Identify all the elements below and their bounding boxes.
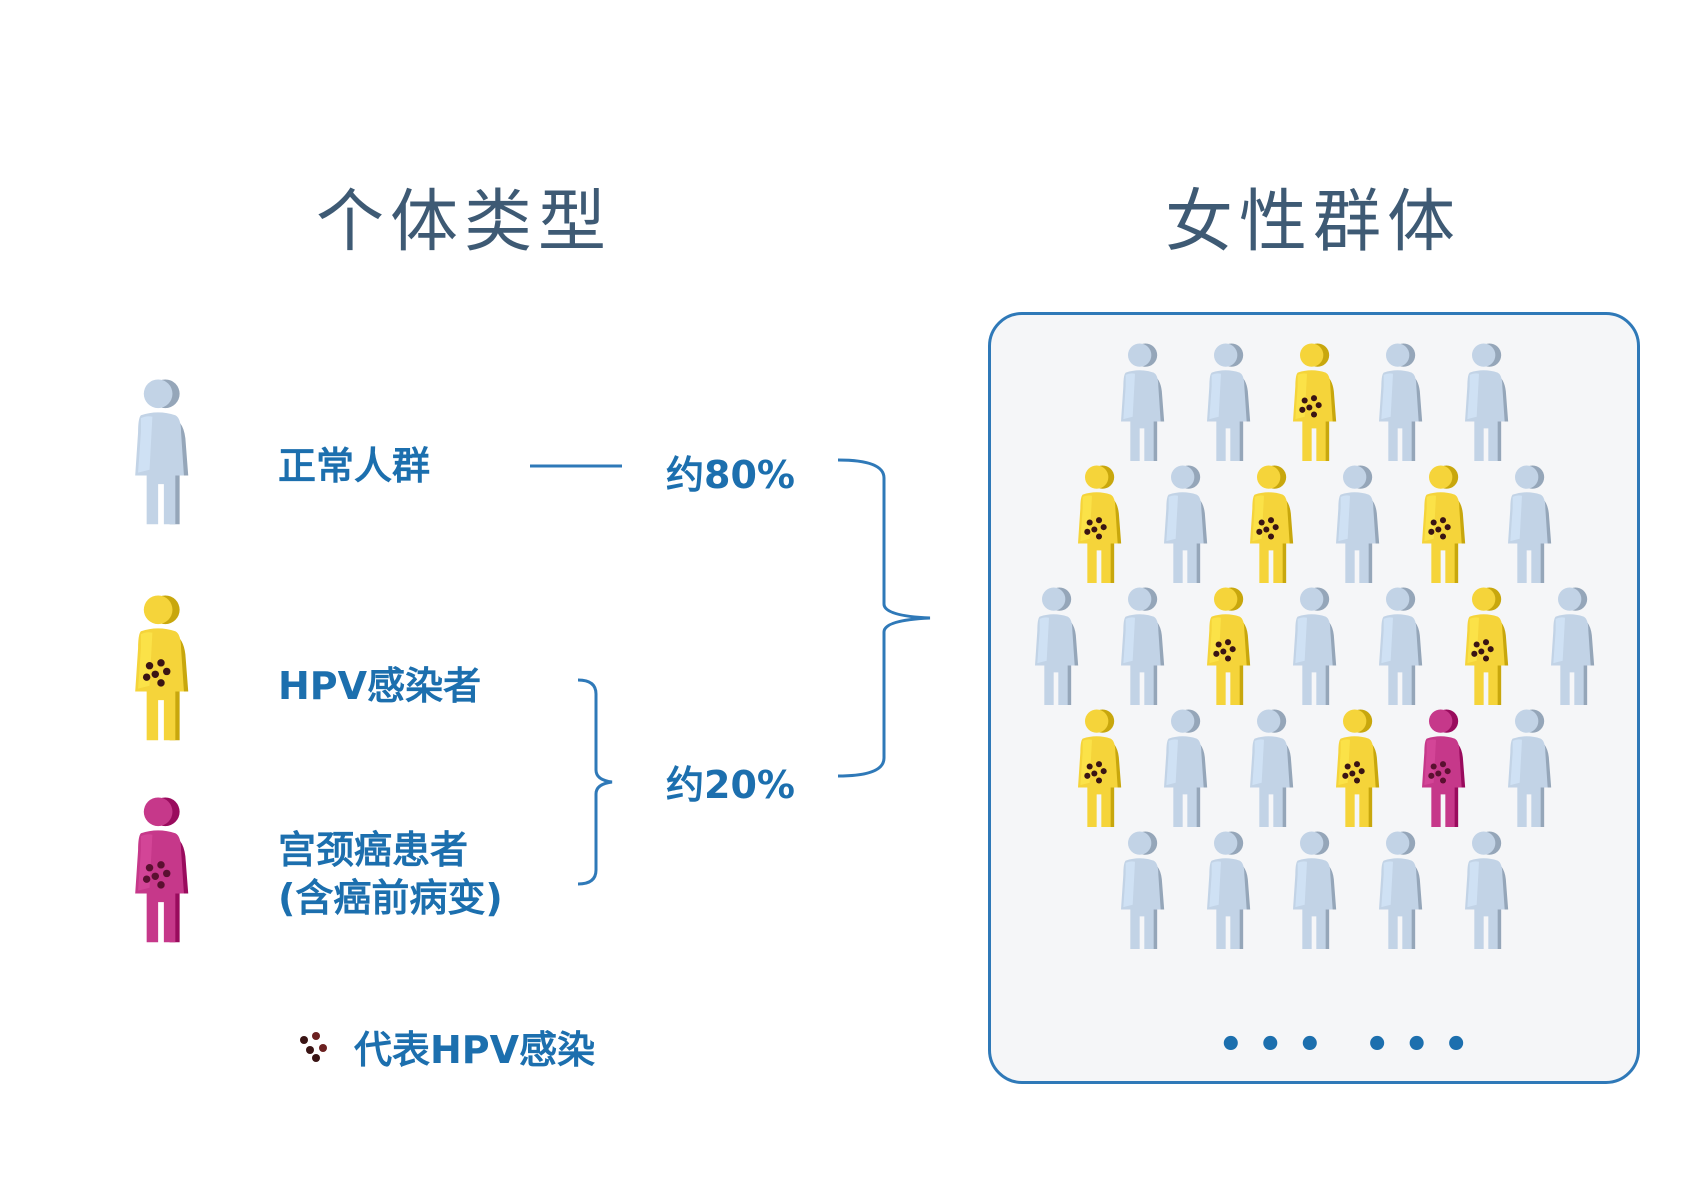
population-brace <box>837 458 931 778</box>
infection-note-label: 代表HPV感染 <box>354 1028 596 1072</box>
population-figure-normal <box>1164 465 1208 584</box>
population-figure-normal <box>1207 343 1251 462</box>
population-figure-normal <box>1465 343 1509 462</box>
infected-group-brace <box>577 678 613 886</box>
population-figure-hpv <box>1293 343 1337 462</box>
female-population-title: 女性群体 <box>1165 183 1462 262</box>
population-figure-cancer <box>1422 709 1466 828</box>
population-figure-normal <box>1293 587 1337 706</box>
population-figure-hpv <box>1207 587 1251 706</box>
population-figure-normal <box>1508 709 1552 828</box>
population-figure-normal <box>1379 587 1423 706</box>
legend-cancer-label-line2: (含癌前病变) <box>278 876 503 920</box>
infection-dots-icon <box>300 1032 327 1062</box>
population-figure-normal <box>1121 831 1165 950</box>
population-figure-hpv <box>1078 709 1122 828</box>
population-figure-hpv <box>1250 465 1294 584</box>
legend-cancer-label-line1: 宫颈癌患者 <box>278 828 469 872</box>
population-ellipsis: • • • • • • <box>1218 1022 1469 1068</box>
population-figure-hpv <box>1336 709 1380 828</box>
population-panel <box>988 312 1640 1084</box>
individual-types-title: 个体类型 <box>316 183 613 262</box>
normal-person-icon <box>135 379 189 525</box>
population-figure-normal <box>1035 587 1079 706</box>
population-figure-normal <box>1121 343 1165 462</box>
legend-cancer-label: 宫颈癌患者 (含癌前病变) <box>278 826 503 922</box>
infected-percent: 约20% <box>666 763 795 807</box>
population-figure-hpv <box>1422 465 1466 584</box>
population-figure-normal <box>1551 587 1595 706</box>
population-figure-normal <box>1250 709 1294 828</box>
cervical-cancer-person-icon <box>135 797 189 943</box>
legend-normal-label: 正常人群 <box>278 444 431 488</box>
population-figure-hpv <box>1078 465 1122 584</box>
hpv-infected-person-icon <box>135 595 189 741</box>
population-figure-normal <box>1508 465 1552 584</box>
legend-hpv-label: HPV感染者 <box>278 664 482 708</box>
population-figure-normal <box>1164 709 1208 828</box>
normal-percent: 约80% <box>666 453 795 497</box>
population-figure-normal <box>1121 587 1165 706</box>
population-figure-normal <box>1379 343 1423 462</box>
population-figure-normal <box>1293 831 1337 950</box>
population-figure-normal <box>1207 831 1251 950</box>
population-grid <box>1035 343 1595 950</box>
population-figure-normal <box>1465 831 1509 950</box>
population-figure-hpv <box>1465 587 1509 706</box>
population-figure-normal <box>1336 465 1380 584</box>
population-figure-normal <box>1379 831 1423 950</box>
